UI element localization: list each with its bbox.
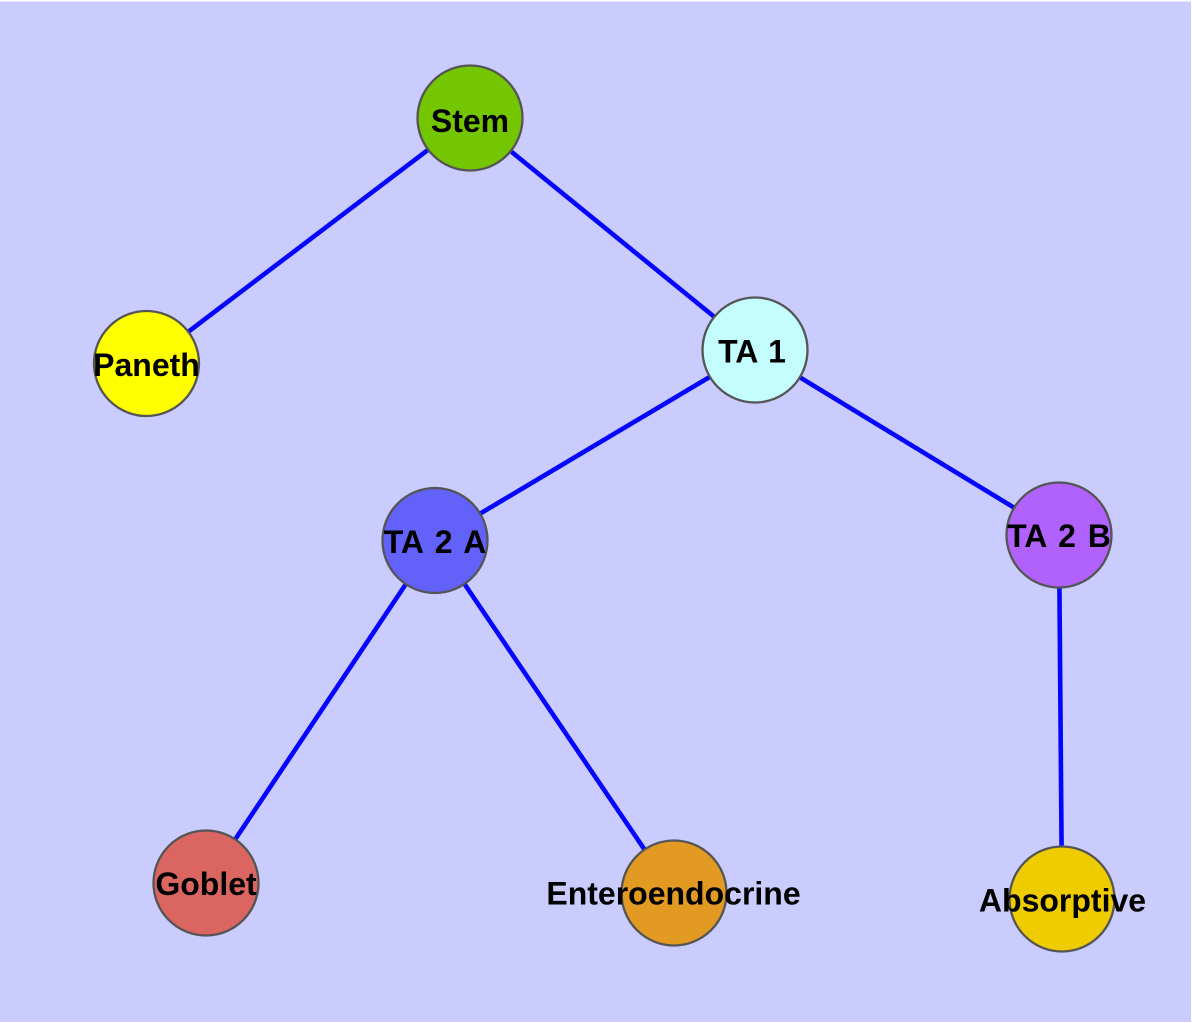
svg-text:Stem: Stem [431,103,509,139]
svg-text:TA 1: TA 1 [718,334,786,370]
svg-text:Absorptive: Absorptive [979,883,1146,919]
svg-text:Paneth: Paneth [93,347,200,383]
svg-text:TA 2 B: TA 2 B [1007,518,1111,554]
svg-text:TA 2 A: TA 2 A [384,524,487,560]
svg-text:Enteroendocrine: Enteroendocrine [546,876,800,912]
svg-text:Goblet: Goblet [155,866,257,902]
